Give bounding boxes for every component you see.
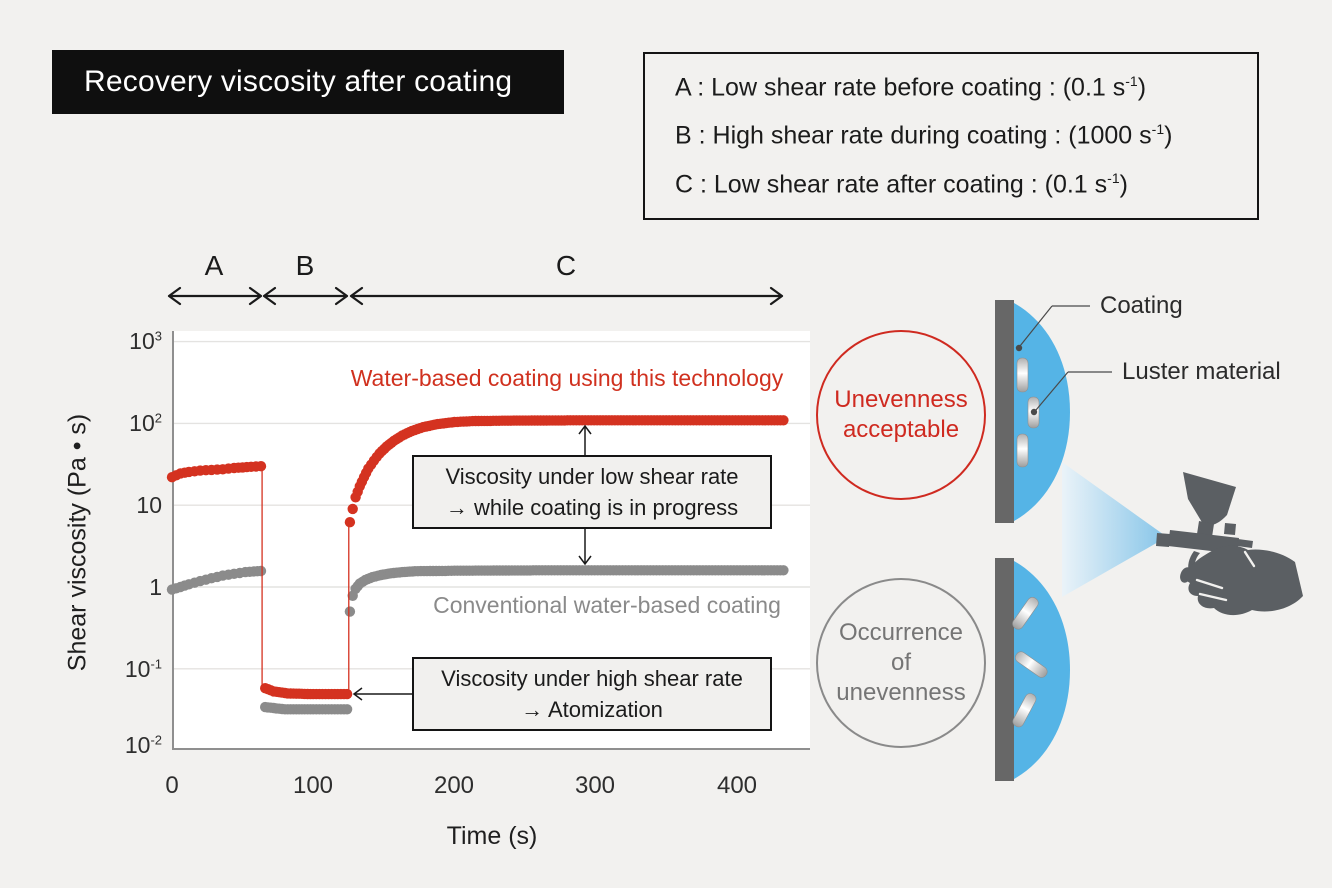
x-tick-200: 200: [433, 772, 475, 799]
series-label-conventional: Conventional water-based coating: [433, 592, 781, 618]
phase-label-b: B: [295, 250, 315, 281]
y-tick-1: 1: [149, 574, 162, 600]
annotation-arrow-left: [352, 687, 412, 701]
shear-rate-legend-box: A : Low shear rate before coating : (0.1…: [643, 52, 1259, 220]
x-axis-title: Time (s): [446, 822, 538, 850]
annotation-high-line1: Viscosity under high shear rate: [441, 666, 743, 691]
badge-line: Unevenness: [834, 386, 968, 413]
upper-panel-board: [995, 300, 1014, 523]
legend-item-c: C : Low shear rate after coating : (0.1 …: [675, 169, 1128, 198]
spray-cone: [1062, 462, 1167, 597]
lower-panel-board: [995, 558, 1014, 781]
y-axis-title: Shear viscosity (Pa • s): [63, 413, 92, 672]
annotation-arrow-up: [578, 424, 592, 456]
upper-coating-dome: [1014, 303, 1070, 521]
phase-label-a: A: [204, 250, 224, 281]
legend-item-b: B : High shear rate during coating : (10…: [675, 121, 1173, 150]
occurrence-of-unevenness-badge: Occurrence of unevenness: [816, 578, 986, 748]
badge-line: acceptable: [842, 416, 960, 443]
series-label-this-technology: Water-based coating using this technolog…: [350, 365, 784, 391]
page-title: Recovery viscosity after coating: [52, 50, 564, 114]
x-tick-0: 0: [165, 772, 179, 799]
y-tick-10: 10: [136, 492, 162, 518]
legend-item-a: A : Low shear rate before coating : (0.1…: [675, 73, 1147, 102]
phase-label-c: C: [555, 250, 577, 281]
phase-range-arrows: [167, 286, 784, 306]
y-tick-1e3: 103: [129, 328, 162, 354]
annotation-low-line2: → while coating is in progress: [445, 495, 739, 520]
unevenness-acceptable-badge: Unevenness acceptable: [816, 330, 986, 500]
annotation-low-line1: Viscosity under low shear rate: [445, 464, 739, 489]
coating-label: Coating: [1100, 292, 1183, 319]
luster-pointer-line: [1030, 371, 1112, 416]
luster-pieces-random: [1012, 597, 1048, 728]
annotation-box-high-shear: Viscosity under high shear rate → Atomiz…: [412, 657, 772, 731]
y-tick-1e-1: 10-1: [124, 656, 162, 682]
luster-material-label: Luster material: [1122, 358, 1281, 385]
y-tick-1e-2: 10-2: [124, 732, 162, 758]
series-connector-lines: [261, 466, 350, 695]
annotation-box-low-shear: Viscosity under low shear rate → while c…: [412, 455, 772, 529]
badge-line: unevenness: [836, 679, 966, 706]
badge-line: of: [890, 649, 911, 676]
spray-gun-icon: [1156, 472, 1303, 616]
x-tick-100: 100: [292, 772, 334, 799]
coating-pointer-line: [1015, 305, 1090, 352]
annotation-arrow-down: [578, 529, 592, 566]
y-tick-1e2: 102: [129, 410, 162, 436]
x-tick-400: 400: [716, 772, 758, 799]
series-data-points: [166, 415, 789, 715]
badge-line: Occurrence: [838, 619, 964, 646]
x-tick-300: 300: [574, 772, 616, 799]
annotation-high-line2: → Atomization: [521, 697, 663, 722]
